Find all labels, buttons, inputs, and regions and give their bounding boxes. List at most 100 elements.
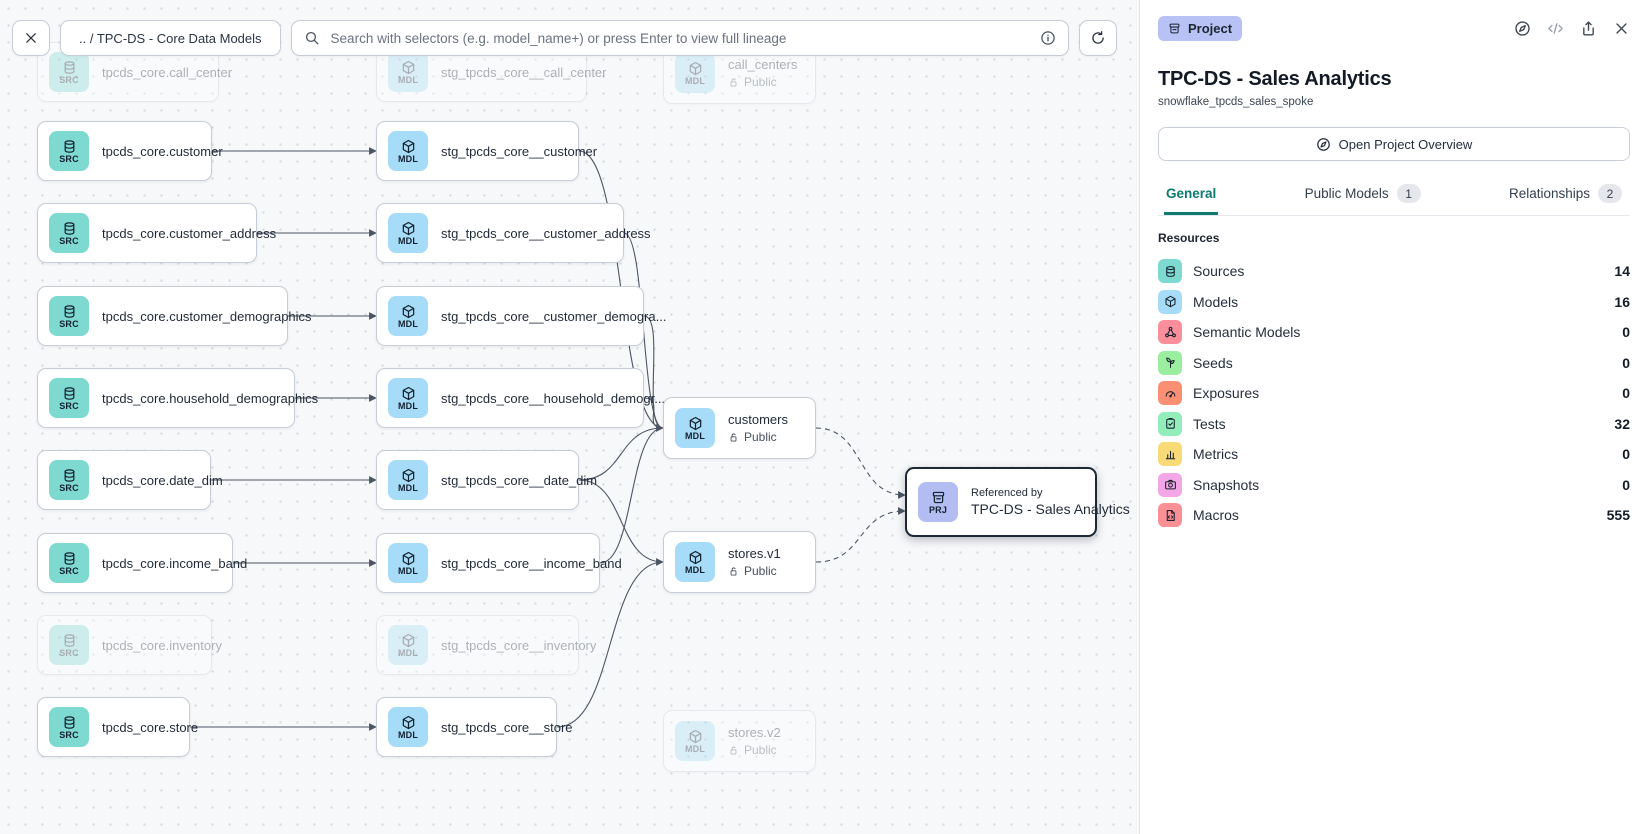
database-icon [62, 304, 77, 319]
database-icon [1158, 259, 1182, 284]
project-badge: Project [1158, 16, 1243, 41]
search-input[interactable] [328, 29, 1031, 47]
resource-row-metrics[interactable]: Metrics 0 [1158, 439, 1630, 470]
resource-count: 16 [1614, 293, 1630, 310]
node-eyebrow: Referenced by [971, 487, 1043, 499]
node-access-label: Public [744, 75, 777, 89]
node-label: tpcds_core.customer_demographics [102, 308, 312, 324]
node-label: stg_tpcds_core__customer_demogra... [441, 308, 667, 324]
node-label: tpcds_core.income_band [102, 555, 248, 571]
archive-icon [931, 490, 946, 505]
node-type-tag: MDL [397, 400, 419, 411]
resource-count: 0 [1622, 354, 1630, 371]
file-code-icon [1158, 503, 1182, 528]
lock-open-icon [728, 432, 739, 443]
cube-icon [401, 551, 416, 566]
tab-label: Relationships [1508, 186, 1590, 201]
mdl-tile: MDL [675, 53, 715, 93]
node-type-tag: MDL [684, 564, 706, 575]
node-type-tag: MDL [397, 318, 419, 329]
node-type-tag: MDL [397, 565, 419, 576]
semantic-icon [1158, 320, 1182, 345]
node-access: Public [728, 75, 797, 89]
tab-label: General [1166, 186, 1217, 201]
resource-label: Sources [1193, 263, 1245, 280]
node-type-tag: MDL [684, 75, 706, 86]
close-button[interactable] [1613, 20, 1630, 37]
resource-count: 0 [1622, 446, 1630, 463]
share-button[interactable] [1580, 20, 1597, 37]
prj-tile: PRJ [918, 482, 958, 522]
cube-icon [688, 61, 703, 76]
close-lineage-button[interactable] [12, 20, 50, 56]
node-label: tpcds_core.customer [102, 143, 223, 159]
resource-count: 0 [1622, 324, 1630, 341]
src-tile: SRC [49, 131, 89, 171]
cube-icon [401, 468, 416, 483]
cube-icon [688, 729, 703, 744]
refresh-button[interactable] [1079, 20, 1117, 56]
clipboard-check-icon [1158, 411, 1182, 436]
node-access-label: Public [744, 564, 777, 578]
resource-row-models[interactable]: Models 16 [1158, 287, 1630, 318]
cube-icon [401, 304, 416, 319]
breadcrumb[interactable]: .. / TPC-DS - Core Data Models [60, 20, 281, 56]
node-label: stg_tpcds_core__date_dim [441, 472, 598, 488]
src-tile: SRC [49, 378, 89, 418]
node-label: call_centers [728, 57, 798, 72]
mdl-tile: MDL [388, 707, 428, 747]
cube-icon [688, 416, 703, 431]
resource-label: Models [1193, 293, 1239, 310]
database-icon [62, 60, 77, 75]
node-access: Public [728, 564, 781, 578]
node-type-tag: MDL [397, 482, 419, 493]
node-type-tag: MDL [397, 74, 419, 85]
cube-icon [401, 386, 416, 401]
node-type-tag: MDL [397, 647, 419, 658]
graph-node-mdl-customer-demographics[interactable]: MDL stg_tpcds_core__customer_demogra... [376, 286, 666, 346]
compass-button[interactable] [1514, 20, 1531, 37]
tab-general[interactable]: General [1164, 184, 1219, 215]
node-label: tpcds_core.inventory [102, 637, 222, 653]
resource-label: Exposures [1193, 385, 1260, 402]
graph-node-mdl-date-dim[interactable]: MDL stg_tpcds_core__date_dim [376, 450, 597, 510]
node-label: stg_tpcds_core__customer_address [441, 225, 651, 241]
resource-label: Metrics [1193, 446, 1239, 463]
database-icon [62, 715, 77, 730]
mdl-tile: MDL [388, 378, 428, 418]
node-type-tag: SRC [59, 400, 79, 411]
code-button[interactable] [1547, 20, 1564, 37]
graph-node-src-customer[interactable]: SRC tpcds_core.customer [37, 121, 223, 181]
open-project-overview-button[interactable]: Open Project Overview [1158, 127, 1630, 161]
info-icon[interactable] [1040, 30, 1056, 46]
cube-icon [401, 139, 416, 154]
